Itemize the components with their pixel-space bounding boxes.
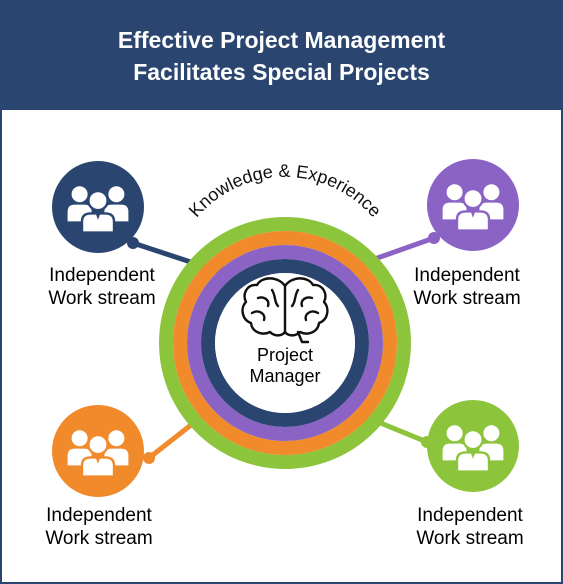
workstream-label-line-2: Work stream [48,288,156,309]
brain-icon [241,277,329,344]
workstream-label-line-2: Work stream [45,528,153,549]
knowledge-rings [159,217,411,469]
workstream-label-line-1: Independent [417,505,523,526]
workstream-label-top-left: Independent Work stream [22,264,182,310]
workstream-label-line-1: Independent [46,505,152,526]
title-line-1: Effective Project Management [117,27,446,53]
workstream-circle-bottom-left [52,405,144,497]
center-label-line-1: Project [257,345,313,365]
workstream-label-line-2: Work stream [413,288,521,309]
workstream-label-line-1: Independent [49,265,155,286]
workstream-circle-top-right [427,159,519,251]
workstream-label-line-2: Work stream [416,528,524,549]
ring-text: Knowledge & Experience [185,161,385,221]
connector-dot [428,232,440,244]
workstream-label-bottom-right: Independent Work stream [390,504,550,550]
workstream-circle-bottom-right [427,400,519,492]
ring-purple [187,245,383,441]
workstream-label-line-1: Independent [414,265,520,286]
workstream-label-bottom-left: Independent Work stream [19,504,179,550]
title-line-2: Facilitates Special Projects [133,59,430,85]
center-label-line-2: Manager [249,366,320,386]
ring-orange [173,231,397,455]
connector-dot [143,452,155,464]
workstream-label-top-right: Independent Work stream [387,264,547,310]
center-disc [215,273,355,413]
ring-green [159,217,411,469]
workstream-circle-top-left [52,161,144,253]
header-banner: Effective Project Management Facilitates… [2,2,561,110]
ring-navy [201,259,369,427]
